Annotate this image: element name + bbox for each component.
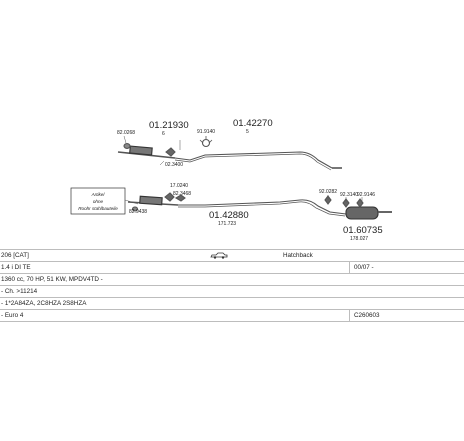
note-line-2: ohne [93, 199, 104, 204]
body-type: Hatchback [283, 252, 313, 259]
note-box: Artikel ohne Roohr stahlbauteile [70, 187, 139, 215]
part-label-s92b: 92.3140 [340, 192, 358, 198]
lower-clamp-a [164, 192, 175, 202]
part-label-s17: 17.0240 [170, 183, 188, 189]
engine-codes: - 1*2A84ZA, 2C8HZA 2S8HZA [1, 300, 87, 307]
engine: 1.4 i DI TE [1, 264, 31, 271]
lower-clamp-b [174, 194, 186, 202]
part-label-p3: 01.42880 [209, 210, 249, 221]
part-label-s91b: 02.3400 [165, 162, 183, 168]
part-label-s91c: 82.3468 [173, 191, 191, 197]
part-label-ref1: 171.723 [218, 221, 236, 227]
info-row-chassis: - Ch. >11214 [0, 285, 464, 297]
note-line-3: Roohr stahlbauteile [78, 206, 118, 211]
exhaust-diagram: Artikel ohne Roohr stahlbauteile 01.2193… [70, 118, 392, 242]
lower-flex-bellows [139, 195, 163, 206]
upper-pipe-bend-b [174, 153, 332, 171]
note-line-1: Artikel [91, 192, 106, 197]
part-label-ref2: 178.027 [350, 236, 368, 242]
info-row-codes: - 1*2A84ZA, 2C8HZA 2S8HZA [0, 297, 464, 309]
part-label-s6: 6 [162, 131, 165, 137]
upper-clamp [165, 147, 176, 157]
upper-gasket [123, 143, 131, 149]
vehicle-info-table: 206 [CAT] Hatchback 1.4 i DI TE 00/07 - … [0, 249, 464, 322]
chassis: - Ch. >11214 [1, 288, 38, 295]
model-name: 206 [CAT] [1, 252, 29, 259]
upper-pipe-assembly [117, 135, 342, 171]
upper-hanger-ring [201, 138, 211, 148]
info-row-model: 206 [CAT] Hatchback [0, 249, 464, 261]
part-label-p4: 01.60735 [343, 225, 383, 236]
rear-hanger-c [356, 198, 364, 208]
part-label-s68: 82.9438 [129, 209, 147, 215]
part-label-p1: 01.21930 [149, 120, 189, 131]
date-range: 00/07 - [354, 264, 374, 271]
lower-pipe-run [178, 199, 347, 215]
lower-gasket [131, 206, 139, 212]
hatchback-car-icon [210, 252, 228, 259]
part-label-s82: 82.0268 [117, 130, 135, 136]
part-label-s92a: 92.0282 [319, 189, 337, 195]
catalog-number: C260603 [354, 312, 380, 319]
lower-pipe-run-b [178, 201, 346, 217]
part-label-p2: 01.42270 [233, 118, 273, 129]
upper-flex-bellows [129, 145, 153, 156]
engine-spec: 1360 cc, 70 HP, 51 KW, MPDV4TD - [1, 276, 103, 283]
upper-hanger-arm [199, 136, 213, 144]
info-row-euro: - Euro 4 C260603 [0, 309, 464, 322]
lower-pipe-assembly [127, 192, 392, 220]
info-row-spec: 1360 cc, 70 HP, 51 KW, MPDV4TD - [0, 273, 464, 285]
part-label-s91a: 91.9140 [197, 129, 215, 135]
rear-muffler [345, 206, 379, 220]
upper-pipe-bend [174, 151, 333, 169]
part-label-s5: 5 [246, 129, 249, 135]
part-label-s92c: 92.9146 [357, 192, 375, 198]
info-row-engine: 1.4 i DI TE 00/07 - [0, 261, 464, 273]
emission-standard: - Euro 4 [1, 312, 24, 319]
